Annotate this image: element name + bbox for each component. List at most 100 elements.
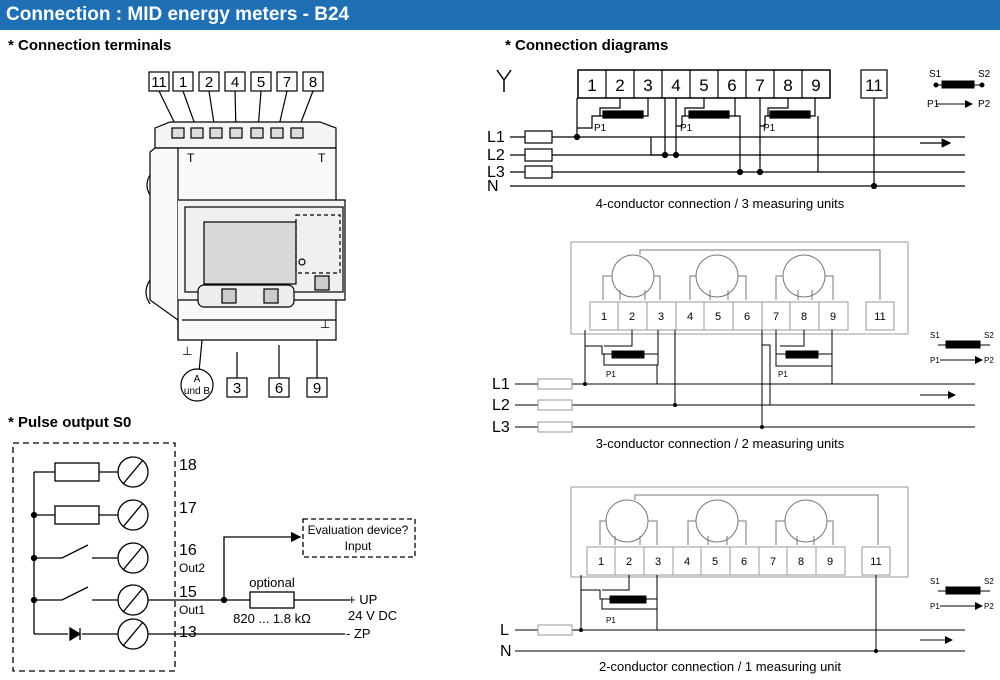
d2-p1-label: P1 [778, 370, 788, 379]
d2-caption: 3-conductor connection / 2 measuring uni… [596, 436, 845, 451]
eval-input-label: Input [345, 539, 372, 553]
top-label: 5 [257, 74, 265, 91]
d1-caption: 4-conductor connection / 3 measuring uni… [596, 196, 845, 211]
top-terminal-labels: 11 1 2 4 5 7 8 [148, 71, 324, 92]
ab-label: A [194, 374, 201, 385]
d1-terminal: 4 [671, 76, 680, 95]
bottom-terminal-labels: 3 6 9 [226, 377, 328, 398]
d1-terminal: 8 [783, 76, 792, 95]
legend-ct-3: S1 S2 P1 P2 [930, 577, 994, 611]
top-label: 4 [231, 74, 239, 91]
optional-label: optional [249, 575, 295, 590]
up-label: + UP [348, 592, 377, 607]
legend-s1: S1 [930, 577, 940, 586]
d2-terminal: 7 [773, 311, 779, 323]
d1-terminal: 2 [615, 76, 624, 95]
bottom-label: 9 [313, 380, 321, 397]
top-label: 11 [151, 74, 167, 91]
pulse-terminal-18: 18 [179, 457, 197, 474]
legend-p1: P1 [930, 356, 940, 365]
d3-terminal: 4 [684, 556, 690, 568]
legend-s1: S1 [929, 69, 942, 80]
d3-p1-label: P1 [606, 616, 616, 625]
top-label: 8 [309, 74, 317, 91]
d3-terminal: 1 [598, 556, 604, 568]
d2-terminal: 4 [687, 311, 693, 323]
d2-neutral-terminal: 11 [874, 311, 885, 323]
d3-terminal: 3 [655, 556, 661, 568]
legend-p2: P2 [984, 356, 994, 365]
d2-terminal: 6 [744, 311, 750, 323]
legend-ct-2: S1 S2 P1 P2 [930, 331, 994, 365]
legend-p2: P2 [978, 99, 991, 110]
out1-label: Out1 [179, 603, 205, 617]
top-label: 2 [205, 74, 213, 91]
legend-s2: S2 [984, 577, 994, 586]
top-label: 1 [179, 74, 187, 91]
terminals-heading: * Connection terminals [8, 37, 172, 54]
terminal-circles [117, 456, 149, 650]
d1-neutral-terminal: 11 [865, 76, 883, 95]
svg-text:T: T [318, 151, 326, 165]
d1-p1-label: P1 [594, 123, 607, 134]
pulse-terminal-15: 15 [179, 584, 197, 601]
ab-label: und B [184, 386, 210, 397]
d3-neutral-terminal: 11 [870, 556, 881, 568]
pulse-terminal-16: 16 [179, 542, 197, 559]
d1-p1-label: P1 [763, 123, 776, 134]
pulse-terminal-17: 17 [179, 500, 197, 517]
d3-terminal: 7 [770, 556, 776, 568]
pulse-heading: * Pulse output S0 [8, 414, 132, 431]
top-label: 7 [283, 74, 291, 91]
d1-line-label: N [487, 178, 499, 195]
d2-terminal: 9 [830, 311, 836, 323]
terminal-screws [171, 127, 304, 139]
legend-p1: P1 [927, 99, 940, 110]
d3-line-label: L [500, 622, 509, 639]
d1-line-label: L1 [487, 129, 505, 146]
legend-s2: S2 [984, 331, 994, 340]
dc-label: 24 V DC [348, 608, 397, 623]
d1-terminal: 3 [643, 76, 652, 95]
d1-terminal: 6 [727, 76, 736, 95]
legend-s2: S2 [978, 69, 991, 80]
svg-text:⊥: ⊥ [182, 344, 192, 358]
meter-device: 11 1 2 4 5 7 8 T T ⊥ ⊥ 3 6 9 [145, 71, 346, 402]
d2-line-label: L3 [492, 419, 510, 436]
d3-line-label: N [500, 643, 512, 660]
d3-terminal: 5 [712, 556, 718, 568]
legend-p1: P1 [930, 602, 940, 611]
legend-s1: S1 [930, 331, 940, 340]
d1-terminal: 1 [587, 76, 596, 95]
d3-terminal: 2 [626, 556, 632, 568]
d1-p1-label: P1 [680, 123, 693, 134]
bottom-label: 6 [275, 380, 283, 397]
legend-ct-1: S1 S2 P1 P2 [927, 69, 991, 110]
d3-terminal: 9 [827, 556, 833, 568]
d2-terminal: 1 [601, 311, 607, 323]
d2-terminal: 2 [629, 311, 635, 323]
diagrams-heading: * Connection diagrams [505, 37, 669, 54]
d3-terminal: 8 [798, 556, 804, 568]
pulse-output-diagram: 18 17 16 15 13 Out2 Out1 Evaluation devi… [12, 442, 416, 672]
diagram-2-conductor: 1 2 3 4 5 6 7 8 9 11 L N P1 2-conductor … [500, 486, 965, 674]
d2-terminal: 8 [801, 311, 807, 323]
d1-terminal: 5 [699, 76, 708, 95]
svg-text:⊥: ⊥ [320, 317, 330, 331]
d2-terminal: 5 [715, 311, 721, 323]
d3-terminal: 6 [741, 556, 747, 568]
d1-terminal: 9 [811, 76, 820, 95]
page-title: Connection : MID energy meters - B24 [0, 0, 1000, 30]
pulse-terminal-13: 13 [179, 624, 197, 641]
d2-terminal: 3 [658, 311, 664, 323]
diagram-4-conductor: 1 2 3 4 5 6 7 8 9 11 L1 L2 L3 N P1 P1 P1 [487, 69, 965, 211]
d1-line-label: L2 [487, 147, 505, 164]
diagram-3-conductor: 1 2 3 4 5 6 7 8 9 11 L1 L2 L3 P1 P1 3-co… [492, 241, 975, 451]
d2-line-label: L2 [492, 397, 510, 414]
out2-label: Out2 [179, 561, 205, 575]
legend-p2: P2 [984, 602, 994, 611]
d1-terminal: 7 [755, 76, 764, 95]
d2-p1-label: P1 [606, 370, 616, 379]
d3-caption: 2-conductor connection / 1 measuring uni… [599, 659, 841, 674]
